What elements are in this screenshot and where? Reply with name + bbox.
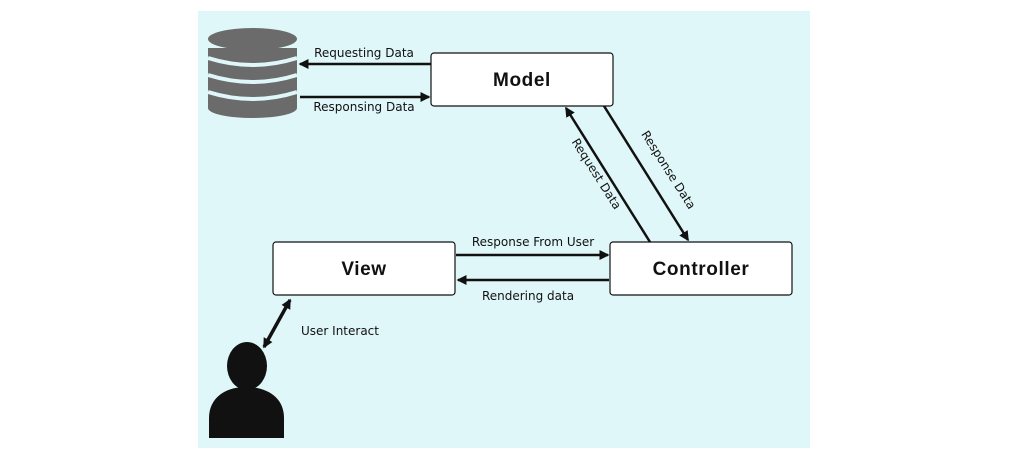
model-label: Model bbox=[493, 70, 551, 91]
response-data-label: Response Data bbox=[638, 128, 698, 212]
view-label: View bbox=[341, 259, 386, 280]
user-interact-label: User Interact bbox=[301, 324, 379, 338]
request-data-label: Request Data bbox=[569, 136, 624, 212]
controller-label: Controller bbox=[653, 259, 750, 280]
user-icon bbox=[209, 342, 284, 438]
rendering-data-label: Rendering data bbox=[482, 289, 574, 303]
requesting-data-label: Requesting Data bbox=[314, 46, 414, 60]
request-data-arrow bbox=[564, 106, 652, 243]
user-interact-arrow bbox=[262, 298, 292, 349]
response-data-arrow bbox=[602, 105, 690, 242]
responsing-data-label: Responsing Data bbox=[313, 100, 414, 114]
controller-node: Controller bbox=[609, 241, 793, 296]
view-node: View bbox=[272, 241, 456, 296]
database-icon bbox=[207, 28, 298, 118]
response-from-user-label: Response From User bbox=[472, 235, 594, 249]
model-node: Model bbox=[430, 52, 614, 107]
